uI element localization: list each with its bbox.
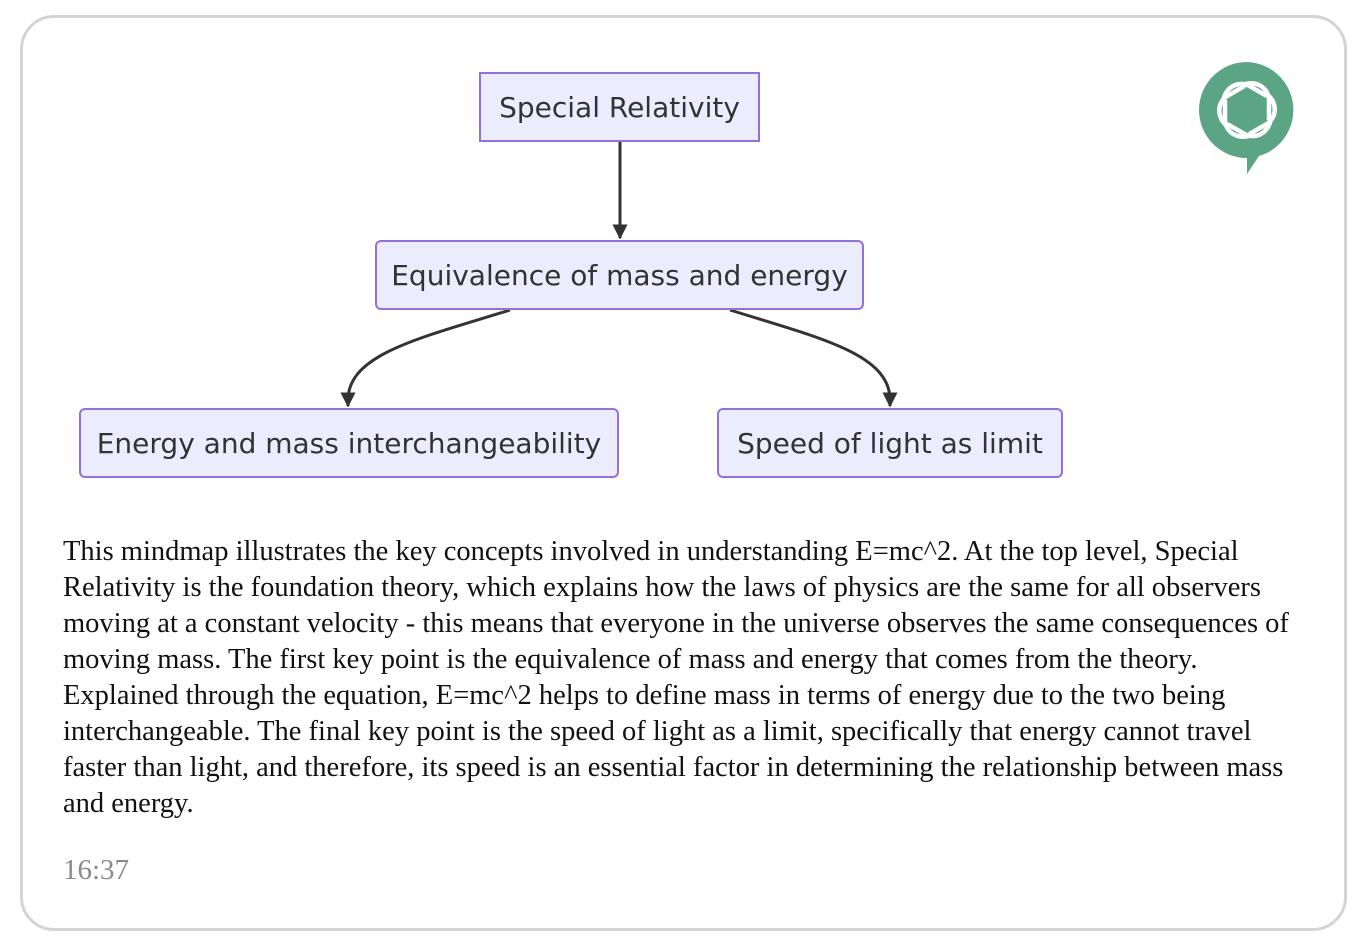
node-label: Special Relativity [499,90,740,124]
mindmap-diagram: Special Relativity Equivalence of mass a… [79,72,1063,478]
node-energy-mass-interchangeability: Energy and mass interchangeability [79,408,619,478]
message-text: This mindmap illustrates the key concept… [63,536,1289,819]
node-label: Equivalence of mass and energy [391,258,848,292]
node-speed-of-light-limit: Speed of light as limit [717,408,1063,478]
node-equivalence-mass-energy: Equivalence of mass and energy [375,240,864,310]
openai-logo-icon [1197,60,1297,175]
node-special-relativity: Special Relativity [479,72,760,142]
node-label: Energy and mass interchangeability [96,426,602,460]
message-timestamp: 16:37 [63,854,130,886]
edge-middle-to-left [340,308,511,408]
node-label: Speed of light as limit [737,426,1043,460]
mindmap-edges [340,142,898,408]
edge-middle-to-right [729,308,898,408]
